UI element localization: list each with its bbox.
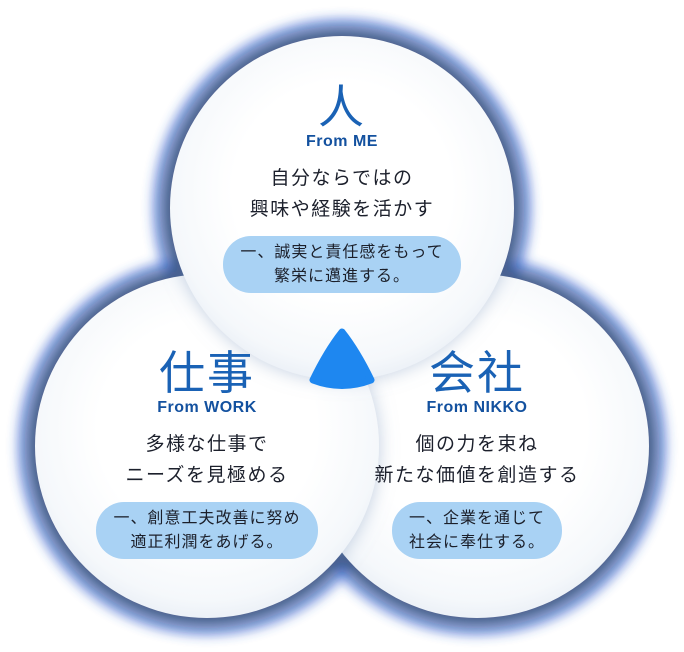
description-line: 多様な仕事で bbox=[145, 434, 269, 455]
circle-me-title: 人 bbox=[318, 81, 366, 133]
circle-nikko-content: 会社 From NIKKO 個の力を束ね 新たな価値を創造する 一、企業を通じて… bbox=[307, 350, 647, 559]
circle-work-title: 仕事 bbox=[159, 347, 255, 399]
principle-line: 一、創意工夫改善に努め bbox=[113, 510, 301, 528]
description-line: 新たな価値を創造する bbox=[374, 465, 580, 487]
circle-nikko-description: 個の力を束ね 新たな価値を創造する bbox=[307, 429, 647, 491]
circle-me-subtitle: From ME bbox=[306, 133, 378, 150]
principle-line: 繁栄に邁進する。 bbox=[273, 267, 410, 285]
description-line: ニーズを見極める bbox=[125, 465, 289, 487]
principle-line: 社会に奉仕する。 bbox=[408, 533, 545, 551]
circle-me-principle-pill: 一、誠実と責任感をもって 繁栄に邁進する。 bbox=[223, 236, 461, 293]
circle-work-content: 仕事 From WORK 多様な仕事で ニーズを見極める 一、創意工夫改善に努め… bbox=[37, 350, 377, 559]
circle-work-principle-pill: 一、創意工夫改善に努め 適正利潤をあげる。 bbox=[96, 502, 318, 559]
principle-line: 一、誠実と責任感をもって bbox=[240, 244, 444, 262]
principle-line: 適正利潤をあげる。 bbox=[130, 533, 284, 551]
circle-me-content: 人 From ME 自分ならではの 興味や経験を活かす 一、誠実と責任感をもって… bbox=[172, 84, 512, 293]
circle-nikko-principle-pill: 一、企業を通じて 社会に奉仕する。 bbox=[391, 502, 562, 559]
description-line: 自分ならではの bbox=[270, 168, 414, 189]
circle-nikko-subtitle: From NIKKO bbox=[426, 399, 528, 416]
circle-work-description: 多様な仕事で ニーズを見極める bbox=[37, 429, 377, 491]
description-line: 個の力を束ね bbox=[415, 434, 539, 455]
circle-me-description: 自分ならではの 興味や経験を活かす bbox=[172, 163, 512, 225]
description-line: 興味や経験を活かす bbox=[249, 199, 435, 221]
center-triangle-icon bbox=[309, 328, 375, 389]
circle-work-subtitle: From WORK bbox=[157, 399, 257, 416]
circle-nikko-title: 会社 bbox=[429, 347, 525, 399]
principle-line: 一、企業を通じて bbox=[408, 510, 545, 528]
circle-me-disc bbox=[170, 36, 514, 380]
